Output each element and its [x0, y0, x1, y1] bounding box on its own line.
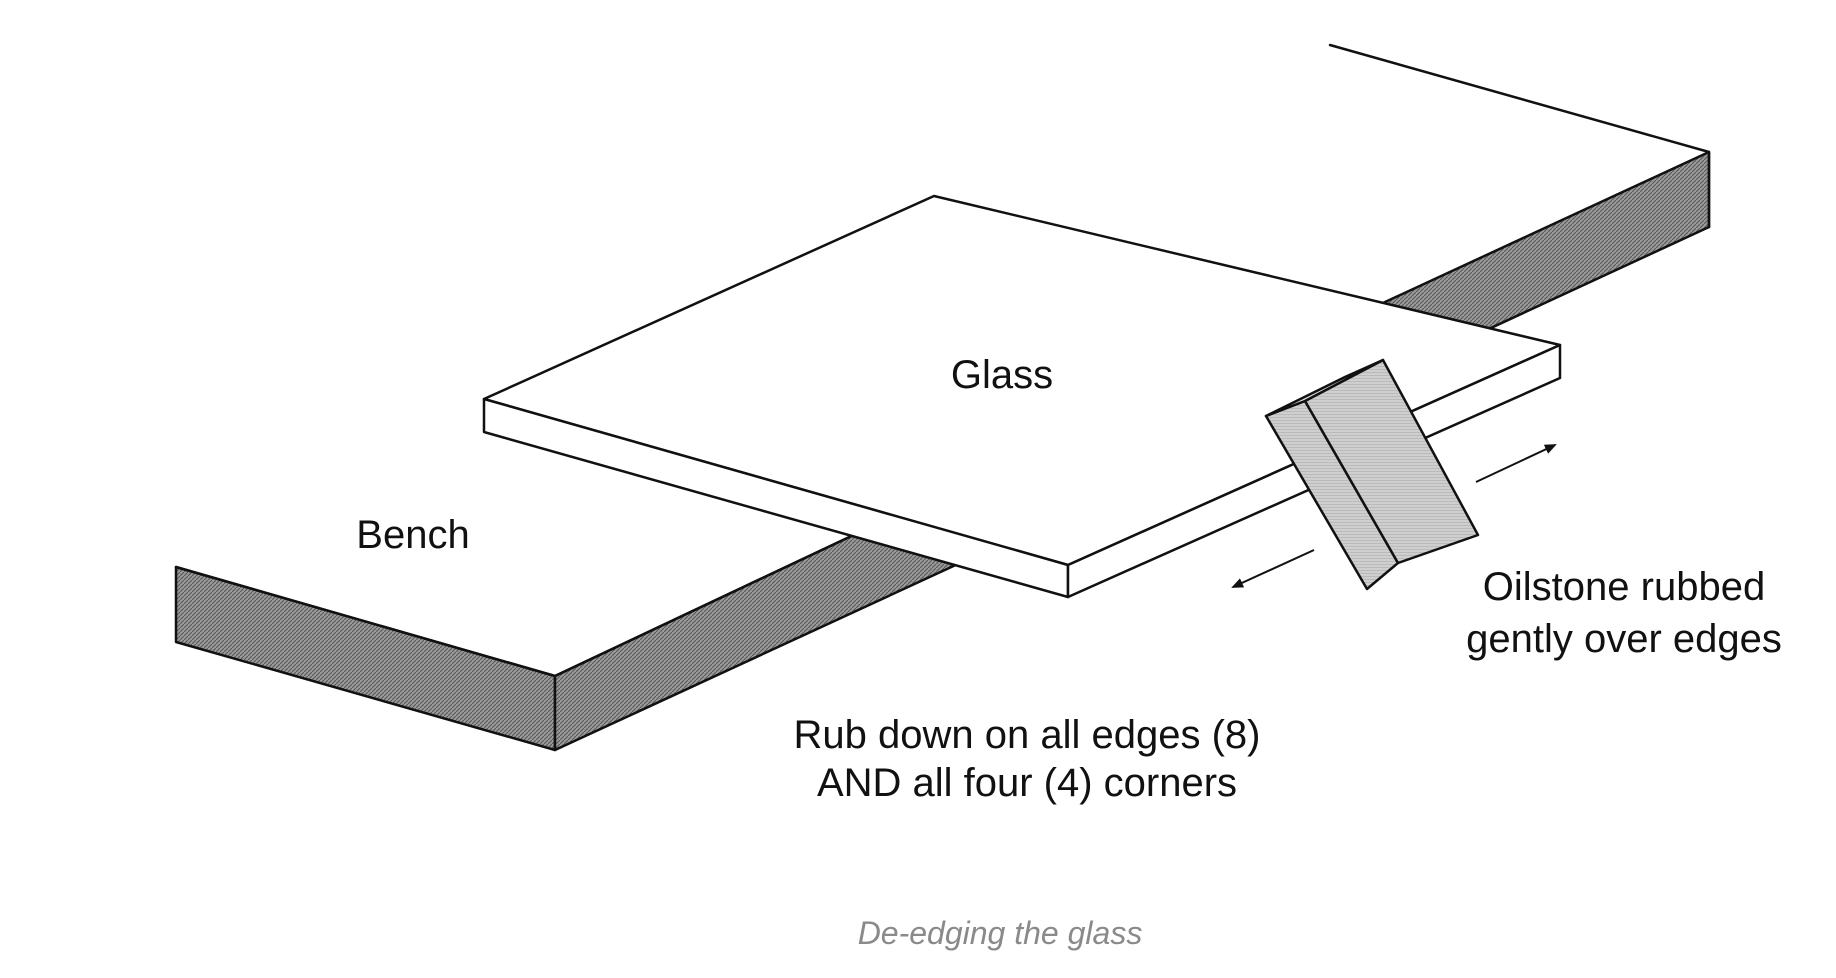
arrow-up-right: [1475, 444, 1557, 483]
instruction-line1: Rub down on all edges (8): [794, 713, 1261, 757]
oilstone: [1264, 358, 1480, 591]
bench-top-left-edge: [174, 530, 862, 678]
oilstone-label-line1: Oilstone rubbed: [1483, 565, 1765, 609]
oilstone-label-line2: gently over edges: [1466, 617, 1782, 661]
bench-label: Bench: [356, 513, 469, 557]
glass-label: Glass: [951, 353, 1053, 397]
bench-top-back-edge: [1328, 43, 1711, 229]
figure-caption: De-edging the glass: [858, 915, 1143, 951]
rubbing-direction-arrows: [1231, 444, 1557, 588]
arrow-down-left: [1231, 549, 1315, 588]
instruction-line2: AND all four (4) corners: [817, 761, 1237, 805]
oilstone-top: [1264, 358, 1385, 418]
